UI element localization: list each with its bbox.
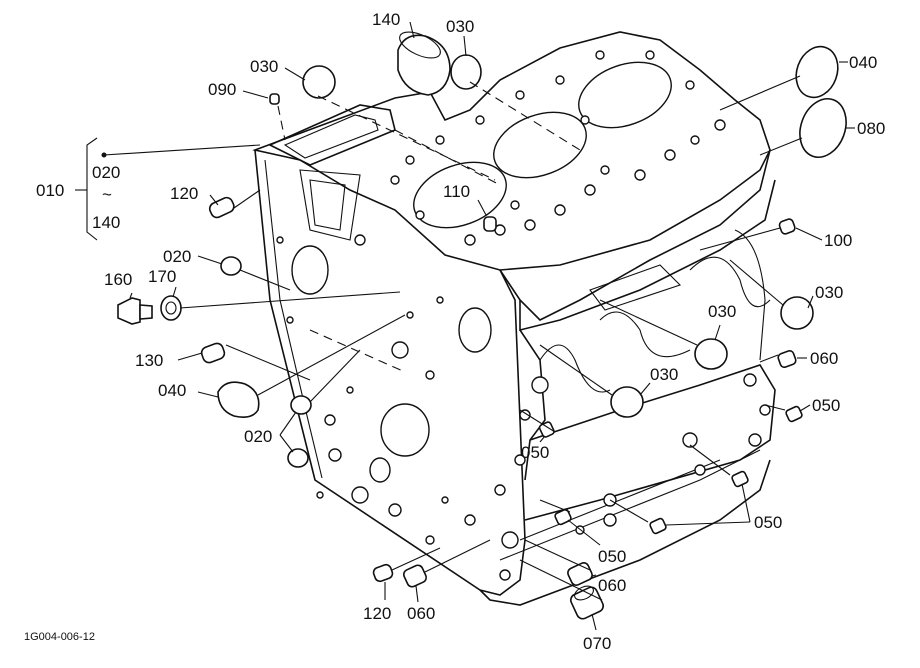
label-060-bottom-left: 060: [407, 604, 435, 623]
label-140-range: 140: [92, 213, 120, 232]
side-holes: [494, 373, 771, 581]
range-bracket: [75, 137, 98, 241]
label-170: 170: [148, 267, 176, 286]
label-110: 110: [443, 182, 470, 201]
label-020-left: 020: [163, 247, 191, 266]
label-120-left: 120: [170, 184, 198, 203]
label-050-right: 050: [812, 396, 840, 415]
label-040-left: 040: [158, 381, 186, 400]
front-holes: [276, 234, 492, 545]
label-120-bottom: 120: [363, 604, 391, 623]
label-030-right: 030: [815, 283, 843, 302]
label-090: 090: [208, 80, 236, 99]
cylinder-bores: [413, 61, 672, 229]
label-160: 160: [104, 270, 132, 289]
label-020-bottom-left: 020: [244, 427, 272, 446]
leader-lines: [101, 21, 855, 631]
diagram-id: 1G004-006-12: [24, 631, 95, 643]
bolt-160: [117, 297, 153, 325]
label-range-tilde: ~: [102, 185, 112, 204]
label-100: 100: [824, 231, 852, 250]
label-020-range: 020: [92, 163, 120, 182]
cylinder-block: [252, 31, 776, 606]
part-labels: 140 030 030 040 090 080 010 020 ~ 140 12…: [24, 10, 885, 653]
parts: [117, 31, 847, 620]
label-060-right: 060: [810, 349, 838, 368]
label-050-mid: 050: [521, 443, 549, 462]
label-140-top: 140: [372, 10, 400, 29]
label-050-bottom: 050: [598, 547, 626, 566]
label-030-mid: 030: [708, 302, 736, 321]
label-130: 130: [135, 351, 163, 370]
label-030-top-right: 030: [446, 17, 474, 36]
label-010: 010: [36, 181, 64, 200]
label-030-low: 030: [650, 365, 678, 384]
label-060-bottom: 060: [598, 576, 626, 595]
label-030-top-left: 030: [250, 57, 278, 76]
label-050-bottom-right: 050: [754, 513, 782, 532]
label-040-right: 040: [849, 53, 877, 72]
label-070: 070: [583, 634, 611, 653]
label-080: 080: [857, 119, 885, 138]
